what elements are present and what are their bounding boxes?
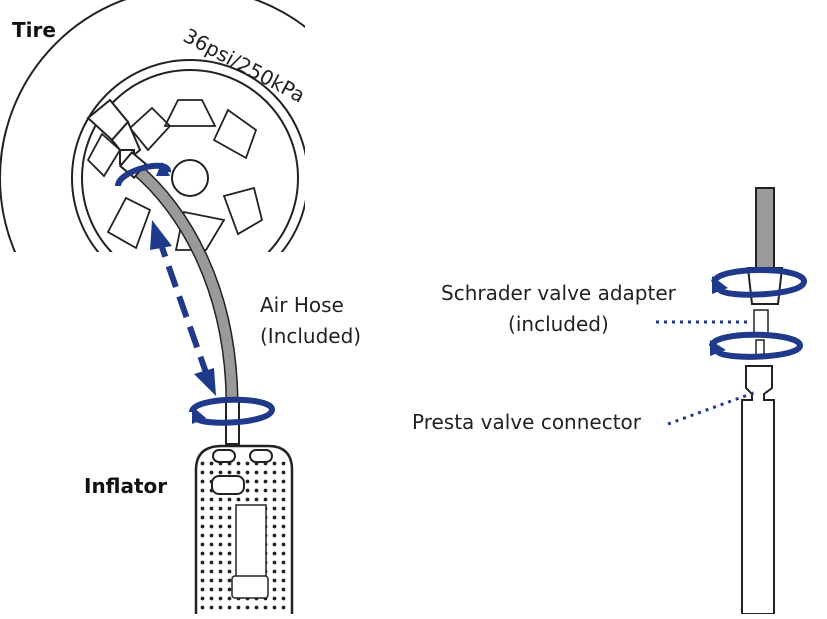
air-hose-label-line1: Air Hose xyxy=(260,293,344,317)
twist-arrow-inflator xyxy=(189,396,275,426)
wheel-spokes xyxy=(86,99,264,251)
air-hose-label-line2: (Included) xyxy=(260,324,362,348)
presta-connector-label: Presta valve connector xyxy=(412,410,642,434)
presta-assembly xyxy=(741,187,784,615)
valve-stem xyxy=(86,98,142,165)
schrader-label-line1: Schrader valve adapter xyxy=(441,281,676,305)
twist-arrow-tire xyxy=(115,162,171,187)
twist-arrow-schrader-top xyxy=(711,267,807,298)
inflator-device xyxy=(194,444,294,614)
rim-inner xyxy=(81,69,299,252)
rim xyxy=(71,59,305,252)
twist-arrow-schrader-bottom xyxy=(709,331,803,360)
inflator-buttons xyxy=(231,575,269,599)
hub xyxy=(171,159,209,197)
schrader-label-line2: (included) xyxy=(508,312,609,336)
air-hose-label: Air Hose (Included) xyxy=(260,290,361,352)
hose-segment xyxy=(755,187,775,269)
presta-valve-body xyxy=(741,365,775,615)
tire-wheel xyxy=(0,0,305,252)
double-arrow xyxy=(150,220,216,396)
inflator-label: Inflator xyxy=(84,474,168,498)
schrader-adapter-label: Schrader valve adapter (included) xyxy=(441,278,676,340)
inflator-screen xyxy=(211,475,245,495)
tire-label: Tire xyxy=(12,18,56,42)
